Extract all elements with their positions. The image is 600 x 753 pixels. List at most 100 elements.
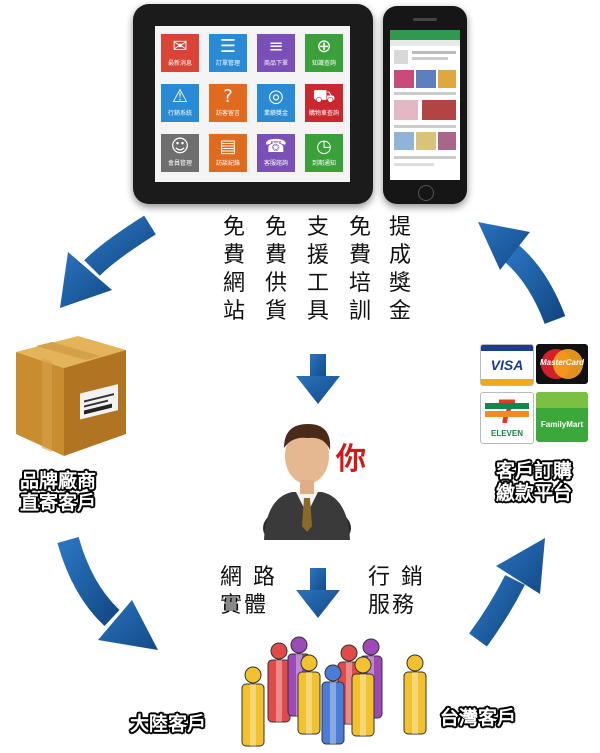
person-figure (297, 654, 321, 735)
arrow-down-to-you (296, 354, 340, 404)
benefit-char: 獎 (388, 271, 411, 296)
app-tile: ⊕ 知識查詢 (305, 34, 343, 72)
arrow-to-mainland (57, 536, 158, 650)
app-tile: ⚠ 行銷系統 (161, 84, 199, 122)
familymart-card: FamilyMart (536, 392, 588, 442)
app-tile: ⛟ 購物車查詢 (305, 84, 343, 122)
benefit-char: 站 (222, 299, 245, 324)
app-tile: ◷ 到期通知 (305, 134, 343, 172)
benefit-char: 費 (264, 243, 287, 268)
smartphone-device (383, 6, 467, 204)
app-tile-label: 到期通知 (311, 160, 336, 167)
marketing-service-label: 行 銷 服務 (368, 565, 425, 618)
benefit-char: 免 (264, 215, 287, 240)
benefit-char: 成 (388, 243, 411, 268)
order-payment-label: 客戶訂購 繳款平台 (496, 460, 573, 504)
benefit-column: 提成獎金 (388, 214, 412, 326)
app-tile-label: 訪客留言 (215, 110, 240, 117)
benefit-column: 免費培訓 (348, 214, 372, 326)
benefit-char: 支 (306, 215, 329, 240)
list-icon: ≡ (268, 36, 284, 57)
person-figure (351, 656, 375, 737)
app-tile: ☎ 客服諮詢 (257, 134, 295, 172)
app-tile-label: 訂單管理 (215, 60, 240, 67)
seven-eleven-card: 7 ELEVEN (480, 392, 534, 444)
app-tile-label: 客服諮詢 (263, 160, 288, 167)
benefit-char: 費 (348, 243, 371, 268)
benefit-char: 金 (388, 299, 411, 324)
app-tile: ✉ 最新消息 (161, 34, 199, 72)
tablet-device: ✉ 最新消息 ☰ 訂單管理 ≡ 商品下單 ⊕ 知識查詢 ⚠ 行銷系統? 訪客留言 ◎ 業績獎金 ⛟ 購物車查… (133, 4, 373, 204)
brand-direct-ship-label: 品牌廠商 直寄客戶 (20, 470, 97, 514)
benefit-char: 供 (264, 271, 287, 296)
benefit-column: 免費網站 (222, 214, 246, 326)
mastercard-circles-icon (541, 349, 583, 379)
benefit-char: 工 (306, 271, 329, 296)
question-icon: ? (223, 86, 233, 107)
person-figure (267, 642, 291, 723)
app-tile-label: 會員管理 (167, 160, 192, 167)
benefit-char: 貨 (264, 299, 287, 324)
cart-icon: ⛟ (312, 86, 336, 107)
phone-webpage-preview (390, 30, 460, 166)
app-tile: ☺ 會員管理 (161, 134, 199, 172)
mastercard-card: MasterCard (536, 344, 588, 384)
person-figure (241, 666, 265, 747)
app-tile: ☰ 訂單管理 (209, 34, 247, 72)
coins-icon: ◎ (268, 86, 284, 107)
arrow-to-payment (469, 538, 545, 647)
familymart-logo: FamilyMart (540, 420, 584, 429)
app-tile-label: 業績獎金 (263, 110, 288, 117)
customer-crowd-icon (241, 636, 427, 747)
app-tile-label: 最新消息 (167, 60, 192, 67)
benefit-column: 免費供貨 (264, 214, 288, 326)
benefit-char: 提 (388, 215, 411, 240)
phone-home-button (418, 185, 434, 201)
arrow-down-to-customers (296, 568, 340, 618)
app-tile-label: 購物車查詢 (308, 110, 339, 117)
benefit-char: 網 (222, 271, 245, 296)
businessman-avatar (263, 424, 351, 540)
app-tile-label: 知識查詢 (311, 60, 336, 67)
app-tile-label: 訪談紀錄 (215, 160, 240, 167)
taiwan-customers-label: 台灣客戶 (440, 707, 517, 729)
benefit-char: 培 (348, 271, 371, 296)
app-tile: ▤ 訪談紀錄 (209, 134, 247, 172)
benefit-char: 免 (348, 215, 371, 240)
person-figure (321, 664, 345, 745)
you-label: 你 (336, 442, 366, 477)
mastercard-logo: MasterCard (539, 358, 584, 367)
arrow-to-devices (478, 222, 566, 324)
benefit-char: 援 (306, 243, 329, 268)
benefit-column: 支援工具 (306, 214, 330, 326)
mail-icon: ✉ (172, 36, 188, 57)
app-tile-label: 行銷系統 (167, 110, 192, 117)
online-offline-label: 網 路 實體 (220, 565, 277, 618)
benefit-char: 費 (222, 243, 245, 268)
app-tile: ◎ 業績獎金 (257, 84, 295, 122)
clock-icon: ◷ (316, 136, 332, 157)
app-tile: ? 訪客留言 (209, 84, 247, 122)
arrow-to-brand (60, 215, 156, 308)
user-icon: ☺ (170, 136, 190, 157)
receipt-icon: ☰ (219, 36, 237, 57)
app-tile: ≡ 商品下單 (257, 34, 295, 72)
app-tile-label: 商品下單 (263, 60, 288, 67)
visa-logo: VISA (490, 357, 524, 373)
cardboard-box-icon (16, 336, 126, 456)
phone-screen (390, 30, 460, 180)
person-figure (403, 654, 427, 735)
benefit-char: 免 (222, 215, 245, 240)
mainland-customers-label: 大陸客戶 (130, 713, 207, 735)
phone-icon: ☎ (264, 136, 288, 157)
benefit-char: 訓 (348, 299, 371, 324)
visa-card: VISA (480, 344, 534, 386)
tablet-screen: ✉ 最新消息 ☰ 訂單管理 ≡ 商品下單 ⊕ 知識查詢 ⚠ 行銷系統? 訪客留言 ◎ 業績獎金 ⛟ 購物車查… (155, 26, 350, 182)
alert-icon: ⚠ (171, 86, 189, 107)
notebook-icon: ▤ (219, 136, 237, 157)
benefit-char: 具 (306, 299, 329, 324)
phone-speaker (413, 18, 437, 21)
seven-eleven-logo: ELEVEN (490, 429, 523, 438)
zoom-icon: ⊕ (316, 36, 332, 57)
